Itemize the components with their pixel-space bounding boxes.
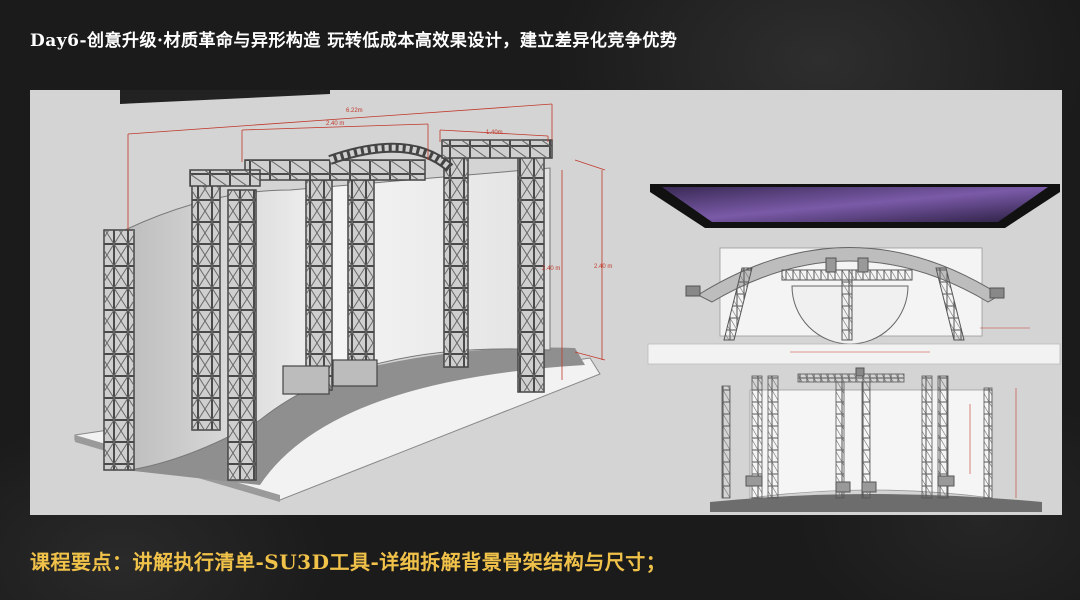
- dim-label-total-width: 6.22m: [346, 108, 363, 114]
- arch-center-truss: [841, 269, 853, 341]
- arch-truss-cap-1: [825, 257, 837, 273]
- arch-side-block-left: [685, 285, 701, 297]
- front-column-7: [937, 375, 949, 499]
- truss-base-block-2: [332, 359, 378, 387]
- front-column-2: [751, 375, 763, 499]
- truss-column-1-lattice: [104, 230, 134, 470]
- top-truss-beam-right-lattice: [442, 140, 552, 158]
- course-key-points: 课程要点：讲解执行清单-SU3D工具-详细拆解背景骨架结构与尺寸；: [30, 550, 667, 574]
- truss-base-block-1: [282, 365, 330, 395]
- front-floor: [710, 494, 1042, 512]
- arch-right-leg: [935, 267, 965, 341]
- dim-label-height-a: 2.40 m: [594, 264, 612, 270]
- dim-label-height-b: 2.40 m: [542, 266, 560, 272]
- dim-label-side-span: 1.40m: [486, 130, 503, 136]
- arch-left-leg: [723, 267, 753, 341]
- front-elevation-view: [710, 367, 1042, 512]
- main-perspective-view: 6.22m 2.40 m 1.40m 2.40 m 2.40 m: [74, 103, 612, 502]
- front-truss-cap: [855, 367, 865, 377]
- front-column-4: [835, 381, 845, 499]
- front-column-5: [861, 381, 871, 499]
- truss-column-4-lattice: [306, 180, 332, 390]
- front-column-8: [983, 387, 993, 499]
- truss-column-7-lattice: [518, 150, 544, 392]
- front-column-1: [721, 385, 731, 499]
- slide-title: Day6-创意升级·材质革命与异形构造 玩转低成本高效果设计，建立差异化竞争优势: [30, 31, 678, 51]
- arch-truss-cap-2: [857, 257, 869, 273]
- front-column-6: [921, 375, 933, 499]
- arch-elevation-view: [647, 184, 1061, 365]
- led-screen-content: [662, 187, 1048, 222]
- panel-shadow: [120, 90, 330, 104]
- front-top-truss: [797, 373, 905, 383]
- front-base-block-2: [835, 481, 851, 493]
- truss-column-3-lattice: [228, 190, 256, 480]
- dim-label-center-span: 2.40 m: [326, 121, 344, 127]
- top-truss-arc-inner: [329, 144, 453, 171]
- truss-column-6-lattice: [444, 145, 468, 367]
- front-base-block-1: [745, 475, 763, 487]
- top-truss-beam-center-lattice: [245, 160, 425, 180]
- front-base-block-4: [937, 475, 955, 487]
- dimension-lines-arch: [790, 327, 1030, 353]
- dimension-lines-front: [969, 388, 1017, 498]
- front-column-3: [767, 375, 779, 499]
- render-panel: 6.22m 2.40 m 1.40m 2.40 m 2.40 m: [30, 90, 1062, 515]
- truss-column-2-lattice: [192, 172, 220, 430]
- front-base-block-3: [861, 481, 877, 493]
- arch-side-block-right: [989, 287, 1005, 299]
- truss-render-svg: 6.22m 2.40 m 1.40m 2.40 m 2.40 m: [74, 90, 1061, 512]
- top-truss-beam-left-lattice: [190, 170, 260, 186]
- dimension-lines-main: [127, 103, 606, 380]
- arch-floor-plate: [647, 343, 1061, 365]
- truss-column-5-lattice: [348, 180, 374, 380]
